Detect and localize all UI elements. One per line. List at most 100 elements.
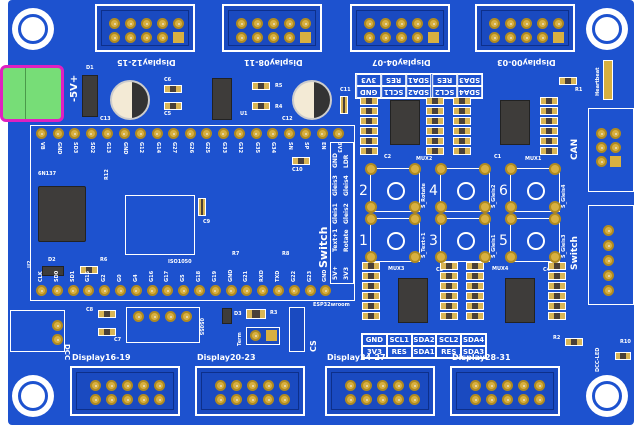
- capacitor-c7: [98, 328, 116, 336]
- c4-label: C4: [543, 267, 551, 273]
- switch-table-cell: 3V3: [343, 267, 350, 280]
- display-header-top[interactable]: [222, 4, 322, 52]
- resistor-array-element: [548, 272, 566, 280]
- header-pin: [236, 32, 247, 43]
- can-pin: [596, 142, 607, 153]
- button-pin: [435, 163, 447, 175]
- header-pin: [122, 394, 133, 405]
- esp-pin-label: G26: [187, 142, 194, 154]
- c8-label: C8: [86, 307, 94, 313]
- pin-table-cell: SDA4: [461, 334, 486, 346]
- esp-pin: [288, 285, 300, 296]
- esp-pin-label: G18: [196, 270, 202, 282]
- resistor-r2: [565, 338, 583, 346]
- push-button[interactable]: [365, 213, 421, 263]
- c9-label: C9: [203, 219, 211, 225]
- display-header-bottom[interactable]: [325, 366, 435, 416]
- pin-table-cell: 3V3: [362, 346, 387, 358]
- esp-pin: [151, 128, 163, 139]
- button-pin: [409, 213, 421, 225]
- header-pin: [106, 394, 117, 405]
- esp-pin: [52, 128, 64, 139]
- header-pin: [534, 380, 545, 391]
- header-pin: [412, 32, 423, 43]
- c10-label: C10: [292, 167, 303, 173]
- resistor-array-element: [440, 292, 458, 300]
- esp-pin-label: G19: [211, 270, 218, 282]
- display-header-top[interactable]: [95, 4, 195, 52]
- switch-connector-pin: [603, 270, 614, 281]
- push-button[interactable]: [505, 213, 561, 263]
- esp-pin: [333, 128, 344, 139]
- header-pin: [215, 394, 226, 405]
- o5055-pin: [165, 311, 176, 322]
- push-button[interactable]: [435, 163, 491, 213]
- switch-table-cell: 5V+: [332, 266, 339, 280]
- esp-pin: [115, 285, 126, 296]
- esp-pin: [102, 128, 113, 139]
- header-pin: [489, 18, 500, 29]
- header-pin: [231, 394, 242, 405]
- display-header-bottom[interactable]: [450, 366, 560, 416]
- r10-label: R10: [620, 339, 631, 345]
- dcc-label: DCC: [63, 344, 71, 361]
- header-pin: [109, 18, 120, 29]
- esp-pin-label: GND: [55, 142, 62, 155]
- power-connector[interactable]: [0, 65, 64, 122]
- switch-table-cell: Rotate: [343, 229, 350, 252]
- d1-label: D1: [86, 65, 94, 71]
- switch-connector[interactable]: [588, 205, 634, 305]
- display-header-bottom[interactable]: [70, 366, 180, 416]
- header-pin: [173, 18, 184, 29]
- esp-pin: [118, 128, 130, 139]
- display-header-bottom[interactable]: [195, 366, 305, 416]
- header-pin: [486, 394, 497, 405]
- display-header-label: Display28-31: [452, 353, 511, 362]
- can-label: CAN: [570, 138, 580, 160]
- resistor-r6: [80, 266, 98, 274]
- button-pin: [365, 201, 377, 213]
- button-pin: [435, 201, 447, 213]
- mounting-hole-br: [586, 375, 628, 417]
- display-header-top[interactable]: [475, 4, 575, 52]
- header-pin: [470, 380, 481, 391]
- dcc-pin-2: [52, 334, 63, 345]
- resistor-array-element: [440, 302, 458, 310]
- resistor-array-element: [548, 302, 566, 310]
- button-pin: [505, 251, 517, 263]
- push-button[interactable]: [505, 163, 561, 213]
- esp-pin-label: G13: [105, 142, 111, 154]
- push-button[interactable]: [435, 213, 491, 263]
- button-pin: [549, 213, 561, 225]
- pin-table-cell: SDA1: [411, 346, 437, 358]
- header-pin: [470, 394, 481, 405]
- cs-connector[interactable]: [289, 307, 305, 352]
- button-actuator: [527, 182, 545, 200]
- header-pin: [268, 18, 279, 29]
- resistor-array-element: [453, 147, 471, 155]
- term-pin-2: [266, 330, 277, 341]
- header-pin: [284, 18, 295, 29]
- display-header-label: Display20-23: [197, 353, 256, 362]
- header-pin: [505, 32, 516, 43]
- header-pin: [505, 18, 516, 29]
- esp-pin: [250, 128, 262, 139]
- button-pin: [365, 163, 377, 175]
- resistor-array-element: [360, 137, 378, 145]
- display-header-top[interactable]: [350, 4, 450, 52]
- header-pin: [489, 32, 500, 43]
- esp-pin-label: SD1: [69, 270, 76, 282]
- resistor-array-element: [426, 147, 444, 155]
- header-pin: [109, 32, 120, 43]
- switch-connector-pin: [603, 285, 614, 296]
- esp-pin-label: 3V3: [336, 142, 342, 153]
- display-header-label: Display16-19: [72, 353, 131, 362]
- c2-label: C2: [384, 154, 392, 160]
- esp-pin-label: GND: [227, 269, 234, 282]
- pin-table-cell: SDA3: [456, 74, 482, 86]
- can-connector[interactable]: [588, 108, 634, 192]
- u2-label: U2: [27, 260, 33, 268]
- header-pin: [345, 394, 356, 405]
- push-button[interactable]: [365, 163, 421, 213]
